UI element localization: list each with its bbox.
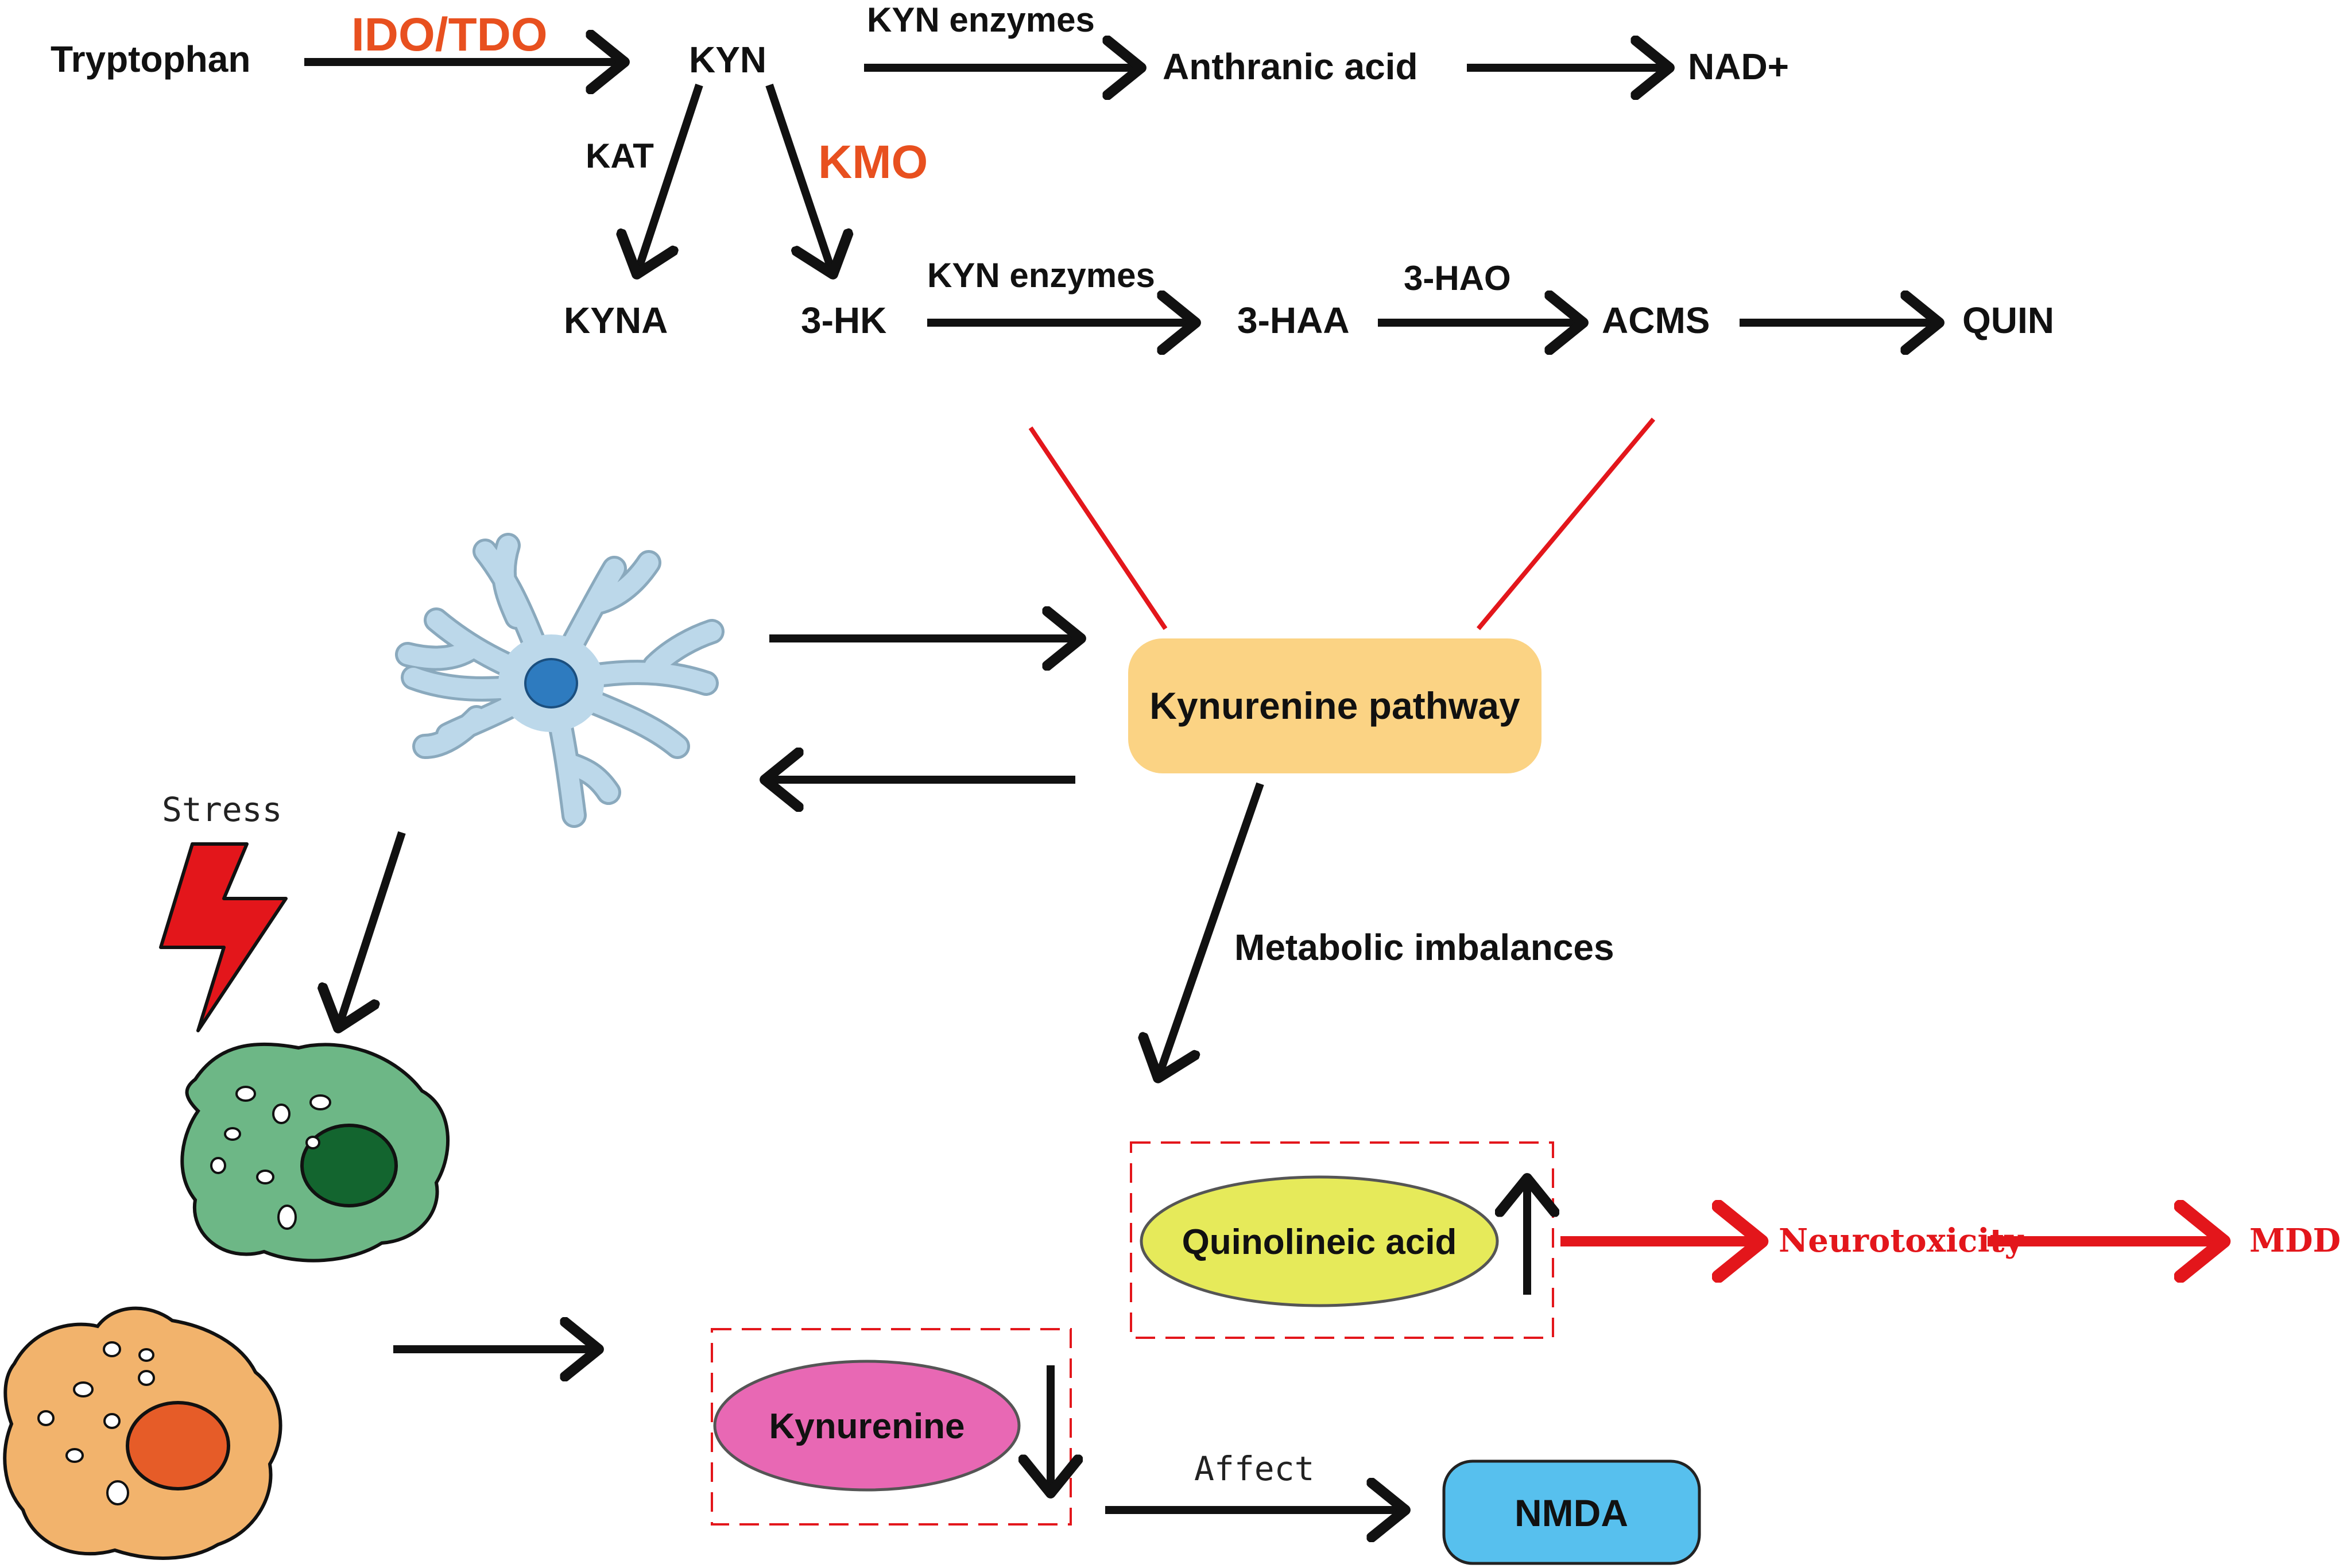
astrocyte-cell-icon [395, 533, 725, 828]
label-quin: QUIN [1962, 300, 2054, 341]
label-kyn-enzymes-top: KYN enzymes [867, 1, 1095, 39]
quinolineic-acid-dashed-box [1130, 1141, 1554, 1339]
macrophage-nucleus [126, 1401, 230, 1490]
label-mdd: MDD [2249, 1222, 2341, 1260]
red-connector-right [1476, 417, 1656, 630]
label-3hk: 3-HK [801, 300, 886, 341]
kynurenine-pathway-box [1128, 638, 1541, 773]
astrocyte-nucleus [524, 658, 578, 708]
arrow-metabolic-imbalances [1159, 782, 1264, 1077]
macrophage-cell-icon [3, 1306, 282, 1560]
label-affect: Affect [1194, 1449, 1315, 1488]
label-ido-tdo: IDO/TDO [351, 9, 548, 61]
kynurenine-dashed-box [711, 1328, 1072, 1526]
label-nmda: NMDA [1515, 1492, 1628, 1534]
label-3haa: 3-HAA [1237, 300, 1350, 341]
arrow-astrocyte-to-microglia [339, 831, 406, 1027]
label-kyn: KYN [689, 39, 766, 80]
quinolineic-acid-ellipse [1140, 1175, 1499, 1307]
label-neurotoxicity: Neurotoxicity [1779, 1222, 2024, 1260]
label-kat: KAT [586, 137, 654, 175]
label-stress: Stress [162, 790, 282, 829]
label-3hao: 3-HAO [1404, 259, 1511, 297]
label-anthranic-acid: Anthranic acid [1163, 46, 1418, 87]
label-acms: ACMS [1602, 300, 1710, 341]
label-kyn-enzymes-mid: KYN enzymes [927, 256, 1155, 295]
red-connector-left [1028, 426, 1168, 630]
label-tryptophan: Tryptophan [51, 38, 250, 80]
kynurenine-ellipse [713, 1360, 1021, 1492]
label-kynurenine-pathway: Kynurenine pathway [1149, 684, 1520, 727]
label-kynurenine: Kynurenine [769, 1407, 965, 1446]
lightning-bolt-icon [159, 842, 288, 1032]
microglia-nucleus [300, 1124, 398, 1207]
nmda-box [1442, 1459, 1701, 1565]
label-quinolineic-acid: Quinolineic acid [1182, 1222, 1457, 1262]
label-nad: NAD+ [1688, 46, 1789, 87]
arrow-kyn-to-kyna [637, 83, 703, 273]
label-kyna: KYNA [564, 300, 668, 341]
microglia-cell-icon [180, 1042, 450, 1263]
label-kmo: KMO [818, 136, 928, 188]
arrow-kyn-to-3hk [765, 83, 832, 273]
label-metabolic-imbalances: Metabolic imbalances [1234, 927, 1614, 968]
